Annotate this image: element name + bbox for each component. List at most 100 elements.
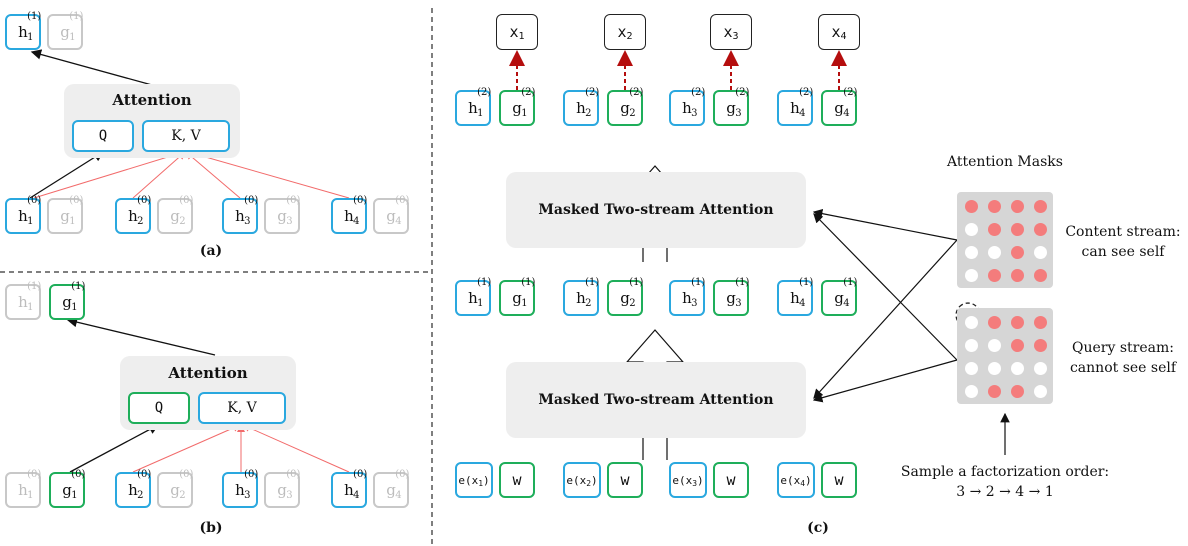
embedding-prefix: e(x xyxy=(566,473,587,487)
node-subscript: 1 xyxy=(71,301,78,313)
a-input-h3: h(0)3 xyxy=(222,194,259,234)
content-mask-cell-2-1 xyxy=(965,223,978,236)
node-superscript: (1) xyxy=(585,276,600,288)
node-superscript: (0) xyxy=(244,194,259,206)
node-subscript: 3 xyxy=(691,297,698,309)
query-stream-line1: Query stream: xyxy=(1072,340,1174,356)
b-g1-to-q-arrow xyxy=(69,424,160,473)
c-embedding-w3: w xyxy=(713,462,749,498)
b-input-g3: g(0)3 xyxy=(264,468,301,508)
node-superscript: (2) xyxy=(799,86,814,98)
query-mask-cell-2-1 xyxy=(965,339,978,352)
node-subscript: 2 xyxy=(585,107,592,119)
node-superscript: (1) xyxy=(69,10,84,22)
node-superscript: (0) xyxy=(286,194,301,206)
node-superscript: (0) xyxy=(27,468,42,480)
node-subscript: 1 xyxy=(27,489,34,501)
b-query-box: Q xyxy=(128,392,190,424)
query-stream-line2: cannot see self xyxy=(1069,360,1177,376)
b-output-g1: g(1)1 xyxy=(49,281,85,320)
node-subscript: 2 xyxy=(585,297,592,309)
node-superscript: (0) xyxy=(244,468,259,480)
c-layer1-g4: g(1)4 xyxy=(821,277,857,316)
a-input-h2: h(0)2 xyxy=(115,194,152,234)
node-symbol: g(0)4 xyxy=(386,468,410,501)
output-subscript: 1 xyxy=(518,30,525,42)
node-superscript: (0) xyxy=(69,194,84,206)
content-mask-cell-2-2 xyxy=(988,223,1001,236)
node-subscript: 3 xyxy=(244,489,251,501)
a-query-box: Q xyxy=(72,120,134,152)
a-input-g2: g(0)2 xyxy=(157,194,194,234)
factorization-label: Sample a factorization order: 3 → 2 → 4 … xyxy=(880,462,1130,502)
content-mask-to-bottom-block-arrow xyxy=(813,239,958,399)
b-input-g1: g(0)1 xyxy=(49,468,86,508)
node-symbol: h(1)1 xyxy=(18,280,42,313)
node-subscript: 1 xyxy=(69,31,76,43)
content-stream-line2: can see self xyxy=(1081,244,1165,260)
c-layer2-g3: g(2)3 xyxy=(713,87,749,126)
node-superscript: (2) xyxy=(691,86,706,98)
content-mask-cell-4-2 xyxy=(988,269,1001,282)
node-symbol: g(0)1 xyxy=(62,468,86,501)
a-attention-title: Attention xyxy=(112,91,192,109)
embedding-close: ) xyxy=(697,473,704,487)
embedding-subscript: 2 xyxy=(586,478,592,488)
node-subscript: 3 xyxy=(735,297,742,309)
a-key-value-box: K, V xyxy=(142,120,230,152)
embedding-prefix: e(x xyxy=(458,473,479,487)
c-layer1-h4: h(1)4 xyxy=(777,276,814,316)
node-subscript: 4 xyxy=(799,107,806,119)
content-stream-label: Content stream: can see self xyxy=(1058,222,1188,262)
node-superscript: (0) xyxy=(286,468,301,480)
content-mask-cell-2-4 xyxy=(1034,223,1047,236)
query-mask-cell-2-4 xyxy=(1034,339,1047,352)
embedding-close: ) xyxy=(591,473,598,487)
node-symbol: g(0)3 xyxy=(277,194,301,227)
embedding-close: ) xyxy=(483,473,490,487)
node-subscript: 1 xyxy=(521,297,528,309)
node-subscript: 1 xyxy=(71,489,78,501)
node-superscript: (2) xyxy=(521,86,536,98)
content-mask-cell-4-3 xyxy=(1011,269,1024,282)
output-symbol: x xyxy=(831,23,841,41)
node-subscript: 4 xyxy=(799,297,806,309)
b-input-h4: h(0)4 xyxy=(331,469,367,508)
node-superscript: (1) xyxy=(521,276,536,288)
query-mask-cell-4-4 xyxy=(1034,385,1047,398)
node-subscript: 3 xyxy=(691,107,698,119)
b-output-h1: h(1)1 xyxy=(5,280,42,320)
content-mask-cell-3-1 xyxy=(965,246,978,259)
node-symbol: g(1)2 xyxy=(620,276,644,309)
a-h3-to-kv-arrow xyxy=(185,151,241,199)
node-symbol: g(0)2 xyxy=(170,194,194,227)
node-symbol: g(2)1 xyxy=(512,86,536,119)
factorization-line1: Sample a factorization order: xyxy=(900,464,1110,480)
a-attention-to-output-arrow xyxy=(30,49,153,86)
content-mask-cell-1-3 xyxy=(1011,200,1024,213)
query-mask-cell-4-3 xyxy=(1011,385,1024,398)
c-embedding-w1: w xyxy=(499,462,535,498)
a-panel-label: (a) xyxy=(199,243,223,259)
node-symbol: g(1)1 xyxy=(60,10,84,43)
content-stream-line1: Content stream: xyxy=(1065,224,1181,240)
node-superscript: (0) xyxy=(137,194,152,206)
query-mask-cell-1-4 xyxy=(1034,316,1047,329)
query-mask-cell-3-1 xyxy=(965,362,978,375)
a-h1-to-kv-arrow xyxy=(33,150,185,199)
b-h4-to-kv-arrow xyxy=(242,424,350,473)
c-layer2-h3: h(2)3 xyxy=(669,86,706,126)
factorization-order: 3 → 2 → 4 → 1 xyxy=(956,484,1054,500)
node-subscript: 4 xyxy=(843,107,850,119)
node-subscript: 1 xyxy=(27,31,34,43)
node-symbol: h(1)4 xyxy=(790,276,814,309)
node-superscript: (0) xyxy=(27,194,42,206)
content-mask-cell-3-4 xyxy=(1034,246,1047,259)
node-symbol: h(1)2 xyxy=(576,276,600,309)
node-symbol: g(2)2 xyxy=(620,86,644,119)
